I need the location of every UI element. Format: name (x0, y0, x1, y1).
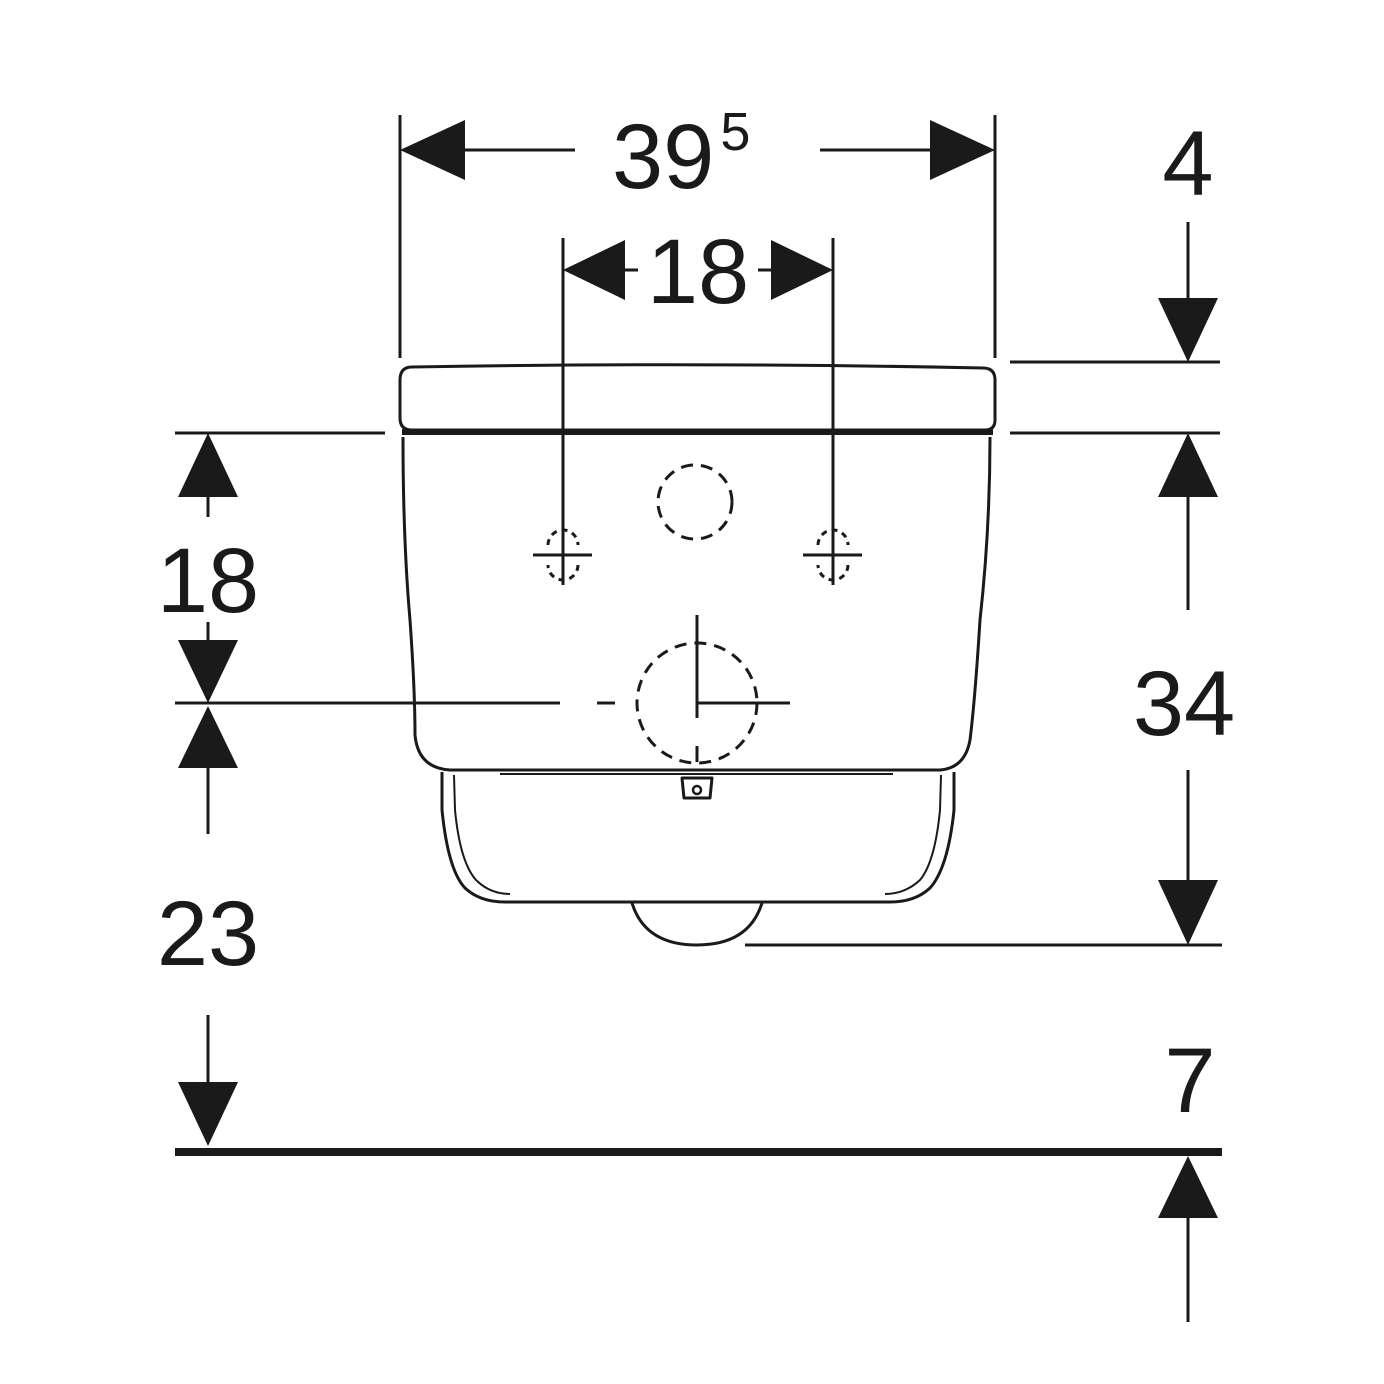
extension-lines (175, 115, 1222, 947)
fixing-spacing-label: 18 (647, 221, 749, 323)
dim-body-height (1158, 433, 1218, 945)
fixing-point-left (533, 528, 592, 583)
valve-fitting (680, 776, 714, 800)
dim-fixing-height (178, 433, 238, 703)
bowl-pedestal (440, 772, 956, 904)
dim-floor-to-fixing (178, 706, 238, 1146)
fixing-height-label: 18 (157, 530, 259, 632)
water-inlet-circle (656, 463, 734, 541)
lid-height-label: 4 (1162, 113, 1213, 215)
dim-fixing-spacing (563, 240, 833, 300)
seat-lid (398, 363, 997, 432)
floor-to-fixing-label: 23 (157, 883, 259, 985)
dim-overall-width (400, 120, 995, 180)
bottom-clearance-label: 7 (1164, 1030, 1215, 1132)
fixing-point-right (803, 528, 862, 583)
dim-bottom-clearance (1158, 1156, 1218, 1322)
bowl-body (401, 436, 992, 772)
body-height-label: 34 (1133, 653, 1235, 755)
dim-lid-height (1158, 222, 1218, 362)
waste-outlet (630, 902, 764, 947)
centerlines (597, 615, 790, 762)
hidden-features (635, 463, 759, 765)
toilet-outline (398, 363, 997, 947)
